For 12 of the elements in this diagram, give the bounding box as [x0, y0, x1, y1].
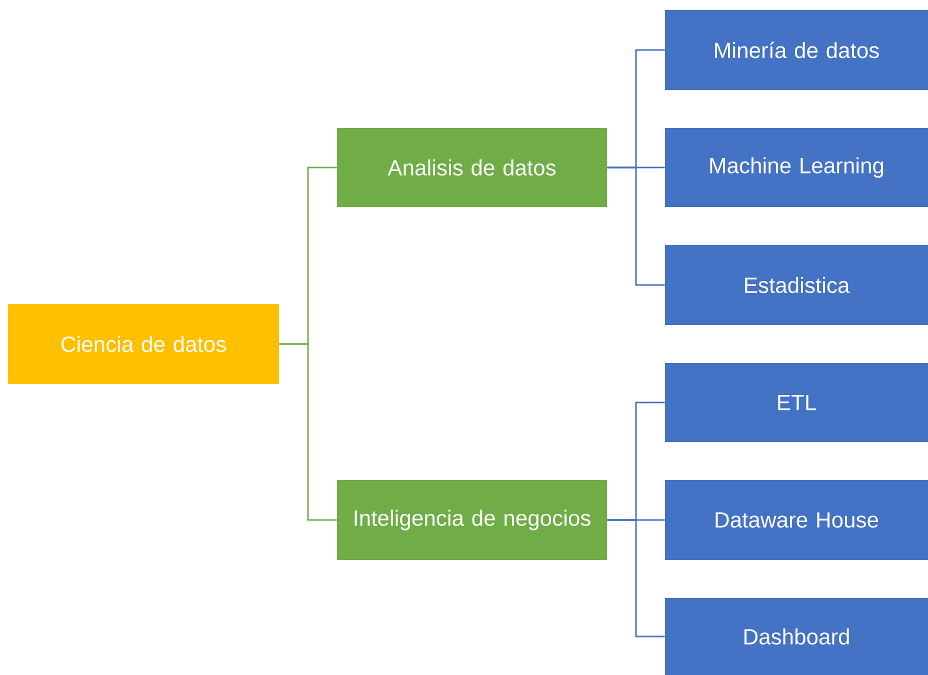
topic-box: Dashboard	[665, 598, 928, 675]
topic-box: ETL	[665, 363, 928, 442]
topic-box: Estadistica	[665, 245, 928, 325]
topic-box: Dataware House	[665, 480, 928, 560]
category-box: Inteligencia de negocios	[337, 480, 607, 560]
topic-box: Minería de datos	[665, 10, 928, 90]
root-box: Ciencia de datos	[8, 304, 279, 384]
connector	[607, 166, 665, 286]
connector	[279, 343, 337, 521]
topic-box: Machine Learning	[665, 128, 928, 207]
connector	[607, 519, 665, 638]
category-box: Analisis de datos	[337, 128, 607, 207]
